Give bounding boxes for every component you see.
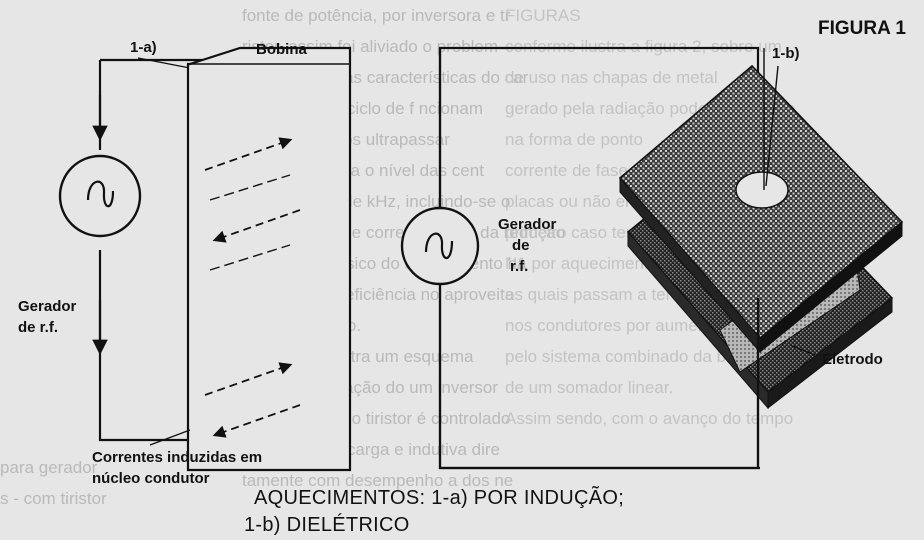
- figure-title: FIGURA 1: [818, 18, 906, 39]
- electrode-hole: [735, 171, 789, 209]
- sine-wave-icon: [86, 180, 115, 208]
- label-generator-right-line2: de: [512, 237, 530, 254]
- pointer-line-1b: [765, 65, 779, 187]
- caption-line-2: 1-b) DIELÉTRICO: [244, 514, 410, 536]
- label-generator-right-line1: Gerador: [498, 216, 557, 233]
- label-generator-right-line3: r.f.: [510, 258, 529, 275]
- figure-1b-dielectric: [400, 46, 904, 470]
- label-induced-currents-line2: núcleo condutor: [92, 470, 210, 487]
- label-1a: 1-a): [130, 39, 157, 56]
- label-generator-left-line2: de r.f.: [18, 319, 59, 336]
- label-coil: Bobina: [256, 41, 307, 58]
- figure-1a-induction: [58, 46, 352, 472]
- rf-generator-left-symbol: [58, 154, 142, 238]
- pointer-line-1a: [137, 57, 191, 69]
- caption-line-1: AQUECIMENTOS: 1-a) POR INDUÇÃO;: [254, 487, 625, 509]
- induced-current-arrows: [204, 137, 301, 438]
- sine-wave-icon: [424, 232, 454, 260]
- label-electrode: Eletrodo: [822, 351, 883, 368]
- pointer-line-currents: [149, 429, 191, 446]
- pointer-line-electrode: [789, 344, 816, 356]
- label-1b: 1-b): [772, 45, 800, 62]
- label-induced-currents-line1: Correntes induzidas em: [92, 449, 263, 466]
- label-generator-left-line1: Gerador: [18, 298, 77, 315]
- rf-generator-right-symbol: [400, 206, 480, 286]
- upper-electrode-plate: [618, 64, 904, 354]
- coil-body: [186, 46, 352, 472]
